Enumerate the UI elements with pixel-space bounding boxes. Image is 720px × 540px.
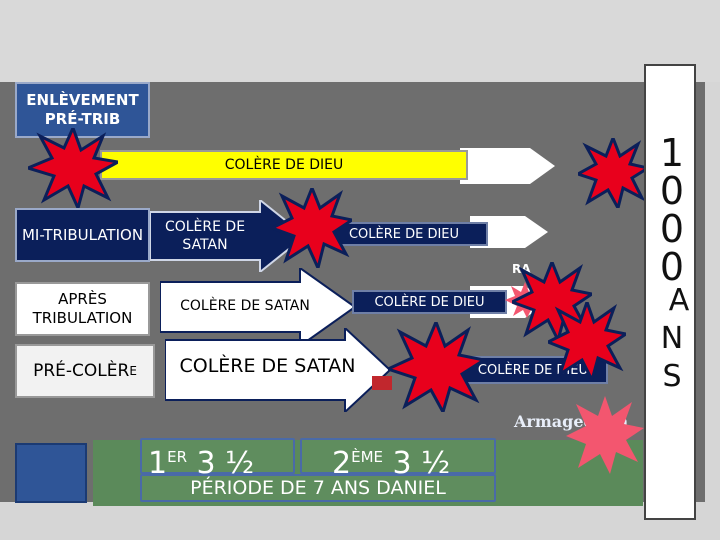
timeline-second-half: 2ÈME 3 ½ xyxy=(300,438,496,481)
millennium-char: 0 xyxy=(659,245,685,289)
millennium-column xyxy=(644,64,696,520)
row4-wrath-satan-label: COLÈRE DE SATAN xyxy=(179,355,356,377)
millennium-char: 0 xyxy=(659,207,685,251)
label-pre-trib: ENLÈVEMENT PRÉ-TRIB xyxy=(15,82,150,138)
armageddon-burst-icon xyxy=(566,396,644,474)
row4-burst-icon xyxy=(388,322,484,412)
millennium-char: 1 xyxy=(659,131,685,175)
row3-wrath-satan-label: COLÈRE DE SATAN xyxy=(180,298,310,314)
timeline-small-box xyxy=(15,443,87,503)
row2-wrath-satan-label: COLÈRE DE SATAN xyxy=(164,219,246,253)
row2-burst-icon xyxy=(272,188,352,268)
row4-small-tag xyxy=(372,376,392,390)
top-background xyxy=(0,0,720,82)
row2-wrath-god-bar: COLÈRE DE DIEU xyxy=(320,222,488,246)
millennium-char: S xyxy=(662,359,682,394)
label-mid-trib: MI-TRIBULATION xyxy=(15,208,150,262)
millennium-char: N xyxy=(660,321,684,356)
row3-satan-arrow xyxy=(160,268,357,346)
row3-wrath-god-bar: COLÈRE DE DIEU xyxy=(352,290,507,314)
label-post-trib: APRÈS TRIBULATION xyxy=(15,282,150,336)
row1-burst-icon xyxy=(28,128,118,208)
row1-arrow xyxy=(460,148,555,184)
timeline-period: PÉRIODE DE 7 ANS DANIEL xyxy=(140,474,496,502)
millennium-char: A xyxy=(668,283,690,318)
row2-satan-arrow xyxy=(150,200,307,272)
millennium-text: 1 0 0 0 A N S xyxy=(644,134,700,400)
row4-satan-arrow xyxy=(165,328,392,412)
top-right-burst-icon xyxy=(578,138,648,208)
row1-wrath-god-bar: COLÈRE DE DIEU xyxy=(100,150,468,180)
millennium-char: 0 xyxy=(659,169,685,213)
right-burst-icon xyxy=(548,302,626,380)
timeline-first-half: 1ER 3 ½ xyxy=(140,438,295,481)
row2-right-arrow xyxy=(470,216,548,248)
